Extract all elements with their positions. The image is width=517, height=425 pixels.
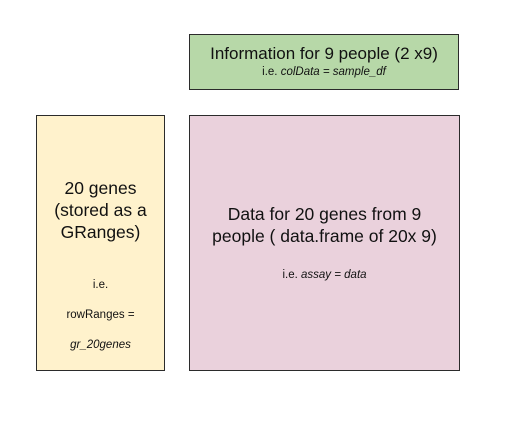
rowranges-title: 20 genes (stored as a GRanges) bbox=[54, 178, 147, 242]
assay-note: i.e. assay = data bbox=[282, 268, 366, 283]
rowranges-note-line2: rowRanges = bbox=[66, 309, 135, 321]
assay-box: Data for 20 genes from 9 people ( data.f… bbox=[189, 115, 460, 371]
coldata-note-prefix: i.e. bbox=[262, 66, 281, 78]
assay-note-prefix: i.e. bbox=[282, 269, 301, 281]
coldata-box: Information for 9 people (2 x9) i.e. col… bbox=[189, 34, 459, 90]
assay-note-code: assay = data bbox=[301, 269, 367, 281]
coldata-note-code: colData = sample_df bbox=[280, 66, 386, 78]
rowranges-note-line1: i.e. bbox=[92, 279, 109, 291]
rowranges-note-code: gr_20genes bbox=[70, 339, 131, 351]
coldata-note: i.e. colData = sample_df bbox=[262, 65, 386, 80]
rowranges-box: 20 genes (stored as a GRanges) i.e. rowR… bbox=[36, 115, 165, 371]
rowranges-note: i.e. rowRanges = gr_20genes bbox=[66, 263, 134, 368]
coldata-title: Information for 9 people (2 x9) bbox=[210, 44, 438, 63]
assay-title: Data for 20 genes from 9 people ( data.f… bbox=[212, 204, 437, 246]
